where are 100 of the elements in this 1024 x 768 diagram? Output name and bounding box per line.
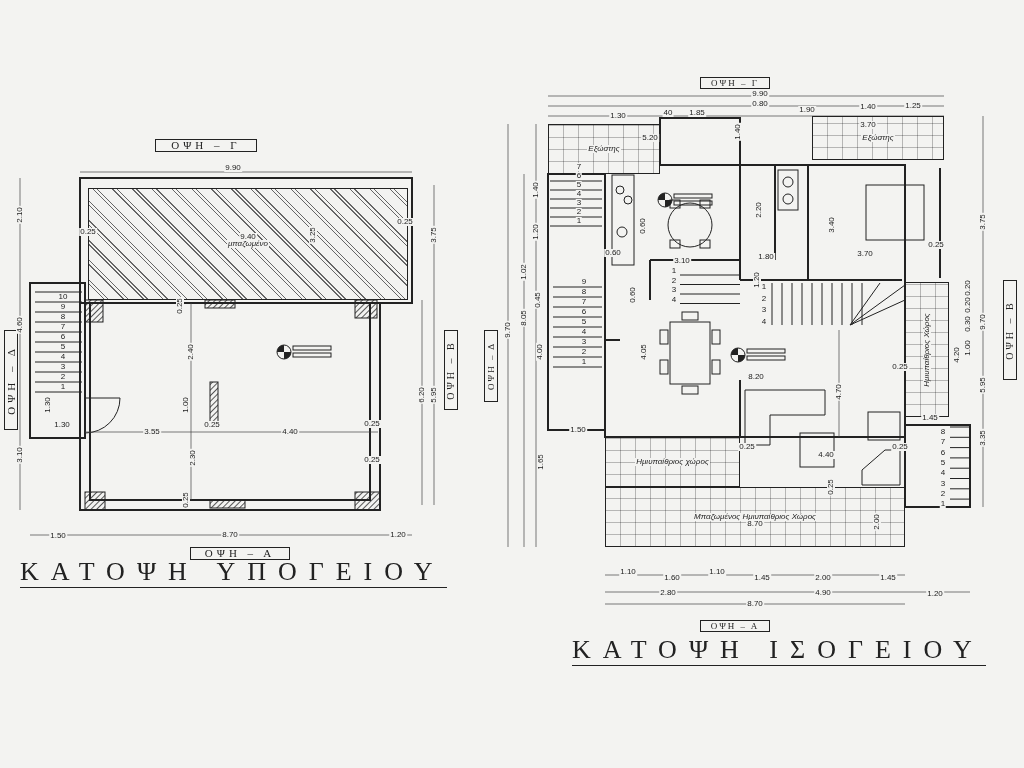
dimension-label: 1.10 (619, 568, 637, 576)
dimension-label: 4 (670, 295, 678, 304)
dimension-label: 1.50 (49, 532, 67, 540)
dimension-label: 0.25 (79, 228, 97, 236)
dimension-label: 9.40 (239, 233, 257, 241)
view-label: ΟΨΗ – Β (446, 340, 456, 400)
dimension-label: 3.55 (143, 428, 161, 436)
dimension-label: 4.60 (16, 316, 24, 334)
elevation-tag (1003, 280, 1017, 380)
elevation-tag (444, 330, 458, 410)
dimension-label: 4.05 (640, 343, 648, 361)
dimension-label: 0.25 (203, 421, 221, 429)
dimension-label: 2.00 (814, 574, 832, 582)
dimension-label: 40 (662, 109, 674, 117)
dimension-label: 1.30 (44, 396, 52, 414)
dimension-label: 4 (59, 353, 67, 361)
dimension-label: 4 (575, 190, 583, 198)
dimension-label: 1.45 (753, 574, 771, 582)
dimension-label: 1.20 (389, 531, 407, 539)
dimension-label: 10 (57, 293, 69, 301)
dimension-label: 2 (670, 276, 678, 285)
dimension-label: 0.25 (176, 297, 184, 315)
dimension-label: 0.25 (827, 478, 835, 496)
dimension-label: 1.50 (569, 426, 587, 434)
dimension-label: 3 (670, 286, 678, 294)
dimension-label: 1.45 (921, 414, 939, 422)
dimension-label: 3.70 (856, 250, 874, 258)
dimension-label: 0.30 (964, 315, 972, 333)
dimension-label: 4 (760, 317, 768, 326)
dimension-label: 9 (59, 303, 67, 311)
dimension-label: 8.70 (221, 531, 239, 539)
dimension-label: 1.30 (53, 421, 71, 429)
dimension-label: 2.30 (189, 449, 197, 467)
dimension-label: 3 (760, 306, 768, 314)
plan-title: ΚΑΤΟΨΗ ΙΣΟΓΕΙΟΥ (572, 636, 986, 666)
dimension-label: 7 (575, 163, 583, 171)
dimension-label: 2.00 (873, 513, 881, 531)
room-label: Εξώστης (587, 145, 621, 153)
dimension-label: 1.20 (753, 271, 761, 289)
dimension-label: 2.10 (16, 206, 24, 224)
terrace-area (812, 116, 944, 160)
dimension-label: 2 (580, 348, 588, 356)
elevation-tag (155, 139, 257, 152)
dimension-label: 0.25 (738, 443, 756, 451)
dimension-label: 8.20 (747, 373, 765, 381)
dimension-label: 2.40 (187, 343, 195, 361)
dimension-label: 4.00 (536, 343, 544, 361)
dimension-label: 0.25 (182, 491, 190, 509)
dimension-label: 1.10 (708, 568, 726, 576)
dimension-label: 8.70 (746, 520, 764, 528)
dimension-label: 1.40 (532, 181, 540, 199)
dimension-label: 6 (939, 448, 947, 457)
dimension-label: 0.25 (927, 241, 945, 249)
dimension-label: 3 (939, 479, 947, 488)
dimension-label: 2 (575, 208, 583, 216)
dimension-label: 3.35 (979, 429, 987, 447)
dimension-label: 7 (59, 323, 67, 331)
dimension-label: 1 (575, 217, 583, 225)
dimension-label: 0.25 (891, 363, 909, 371)
dimension-label: 9 (580, 278, 588, 286)
terrace-area (605, 437, 740, 487)
view-label: ΟΨΗ – Δ (486, 342, 496, 390)
view-label: ΟΨΗ – Α (204, 548, 276, 559)
dimension-label: 0.25 (891, 443, 909, 451)
dimension-label: 1.00 (182, 396, 190, 414)
elevation-tag (190, 547, 290, 560)
dimension-label: 8 (59, 313, 67, 321)
dimension-label: 4.40 (281, 428, 299, 436)
dimension-label: 7 (580, 298, 588, 306)
elevation-tag (700, 620, 770, 632)
elevation-tag (484, 330, 498, 402)
dimension-label: 4.40 (817, 451, 835, 459)
dimension-label: 0.25 (363, 420, 381, 428)
dimension-label: 2.80 (659, 589, 677, 597)
dimension-label: 6.20 (418, 386, 426, 404)
dimension-label: 0.80 (751, 100, 769, 108)
dimension-label: 1.02 (520, 263, 528, 281)
dimension-label: 1.20 (532, 223, 540, 241)
dimension-label: 1 (580, 358, 588, 366)
dimension-label: 5 (59, 343, 67, 351)
dimension-label: 8 (939, 428, 947, 436)
view-label: ΟΨΗ – Β (1005, 300, 1015, 360)
dimension-label: 0.25 (396, 218, 414, 226)
dimension-label: 3 (59, 363, 67, 371)
dimension-label: 6 (580, 308, 588, 316)
room-label: Εξώστης (861, 134, 895, 142)
dimension-label: 1 (939, 500, 947, 509)
view-label: ΟΨΗ – Γ (171, 140, 241, 151)
dimension-label: 4.70 (835, 383, 843, 401)
dimension-label: 1.90 (798, 106, 816, 114)
dimension-label: 4 (939, 469, 947, 478)
dimension-label: 0.45 (534, 291, 542, 309)
dimension-label: 1.20 (926, 590, 944, 598)
dimension-label: 0.60 (604, 249, 622, 257)
dimension-label: 2 (760, 294, 768, 303)
dimension-label: 0.20 (964, 279, 972, 297)
room-label: μπαζωμένο (226, 240, 270, 248)
view-label: ΟΨΗ – Γ (711, 78, 759, 88)
room-label: Ημιυπαίθριος Χώρος (923, 311, 931, 388)
dimension-label: 3.10 (16, 446, 24, 464)
